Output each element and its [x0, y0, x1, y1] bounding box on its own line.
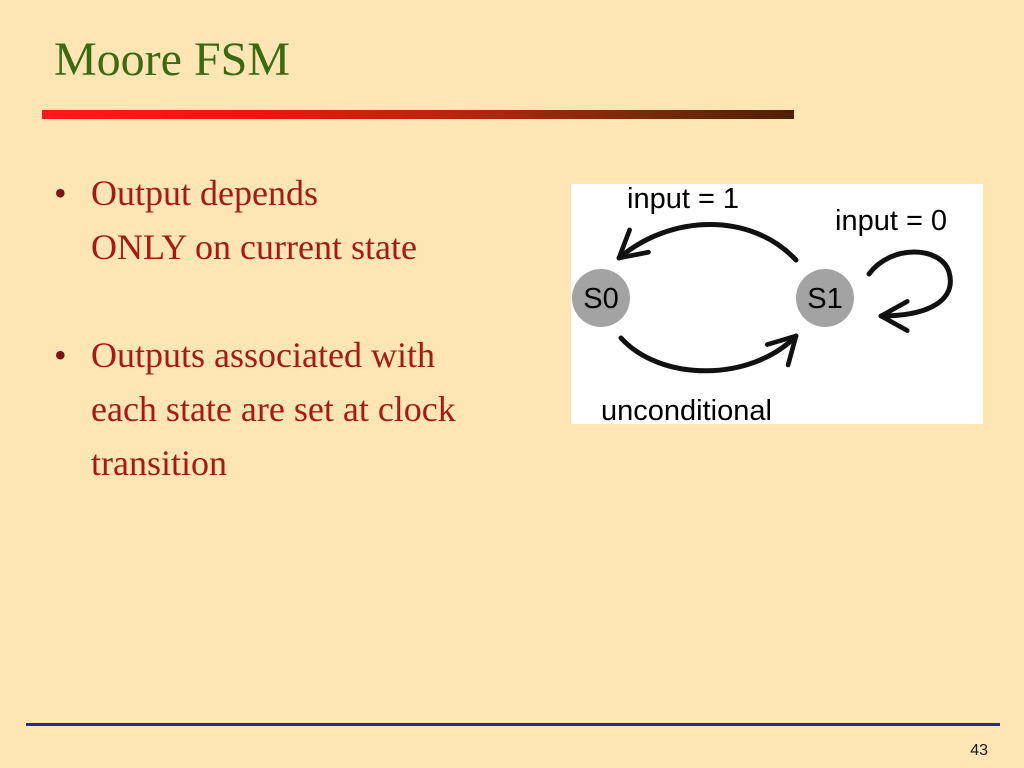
- slide-title: Moore FSM: [54, 33, 291, 86]
- state-diagram: S0 S1 input = 1 input = 0 unconditional: [571, 184, 983, 424]
- bullet-list: • Output depends ONLY on current state •…: [54, 166, 574, 490]
- bullet-marker: •: [54, 173, 67, 213]
- transition-label-unconditional: unconditional: [601, 395, 772, 424]
- state-node-s1: [796, 269, 854, 327]
- transition-label-input-1: input = 1: [627, 184, 739, 215]
- state-diagram-svg: S0 S1 input = 1 input = 0 unconditional: [572, 184, 953, 424]
- state-label-s0: S0: [583, 283, 618, 315]
- transition-arrow-s1-s0: [616, 222, 799, 263]
- transition-arrow-s0-s1: [618, 333, 799, 374]
- state-node-s0: [572, 269, 630, 327]
- bullet-line: Outputs associated with: [91, 335, 435, 375]
- bullet-line: transition: [91, 443, 227, 483]
- bullet-line: each state are set at clock: [91, 389, 456, 429]
- bullet-line: Output depends: [91, 173, 318, 213]
- transition-label-input-0: input = 0: [835, 205, 947, 237]
- footer-rule: [26, 723, 1000, 726]
- title-underline: [42, 110, 794, 119]
- bullet-item: • Outputs associated with each state are…: [54, 328, 574, 490]
- page-number: 43: [970, 742, 988, 759]
- bullet-line: ONLY on current state: [91, 227, 417, 267]
- state-label-s1: S1: [807, 283, 842, 315]
- transition-arrow-s1-self: [866, 249, 953, 333]
- bullet-marker: •: [54, 335, 67, 375]
- bullet-item: • Output depends ONLY on current state: [54, 166, 574, 274]
